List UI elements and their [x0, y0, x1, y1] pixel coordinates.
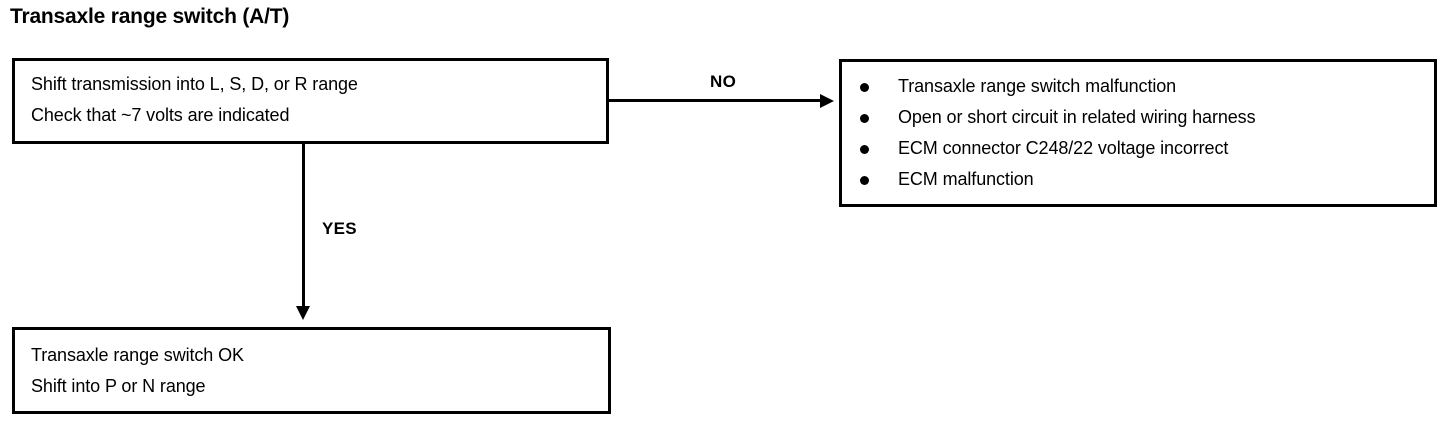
ok-result-box: Transaxle range switch OK Shift into P o… — [12, 327, 611, 414]
no-arrowhead-icon — [820, 94, 834, 108]
list-item: Open or short circuit in related wiring … — [856, 102, 1256, 133]
page-title: Transaxle range switch (A/T) — [10, 5, 290, 28]
check-step-box: Shift transmission into L, S, D, or R ra… — [12, 58, 609, 144]
yes-arrowhead-icon — [296, 306, 310, 320]
fault-item-label: Transaxle range switch malfunction — [898, 76, 1177, 96]
list-item: Transaxle range switch malfunction — [856, 71, 1255, 102]
fault-list-box: Transaxle range switch malfunction Open … — [839, 59, 1437, 207]
check-step-line-1: Shift transmission into L, S, D, or R ra… — [31, 74, 358, 94]
edge-label-yes: YES — [322, 219, 357, 238]
bullet-icon — [860, 145, 869, 154]
fault-item-label: ECM connector C248/22 voltage incorrect — [898, 138, 1229, 158]
edge-label-no: NO — [710, 72, 737, 91]
fault-list: Transaxle range switch malfunction Open … — [856, 71, 1256, 195]
ok-result-line-1: Transaxle range switch OK — [31, 345, 244, 365]
list-item: ECM connector C248/22 voltage incorrect — [856, 133, 1255, 164]
list-item: ECM malfunction — [856, 164, 1255, 195]
ok-result-line-2: Shift into P or N range — [31, 376, 206, 396]
check-step-line-2: Check that ~7 volts are indicated — [31, 105, 290, 125]
yes-connector-line — [302, 144, 305, 309]
bullet-icon — [860, 114, 869, 123]
no-connector-line — [609, 99, 825, 102]
fault-item-label: Open or short circuit in related wiring … — [898, 107, 1256, 127]
bullet-icon — [860, 83, 869, 92]
fault-item-label: ECM malfunction — [898, 169, 1034, 189]
bullet-icon — [860, 176, 869, 185]
